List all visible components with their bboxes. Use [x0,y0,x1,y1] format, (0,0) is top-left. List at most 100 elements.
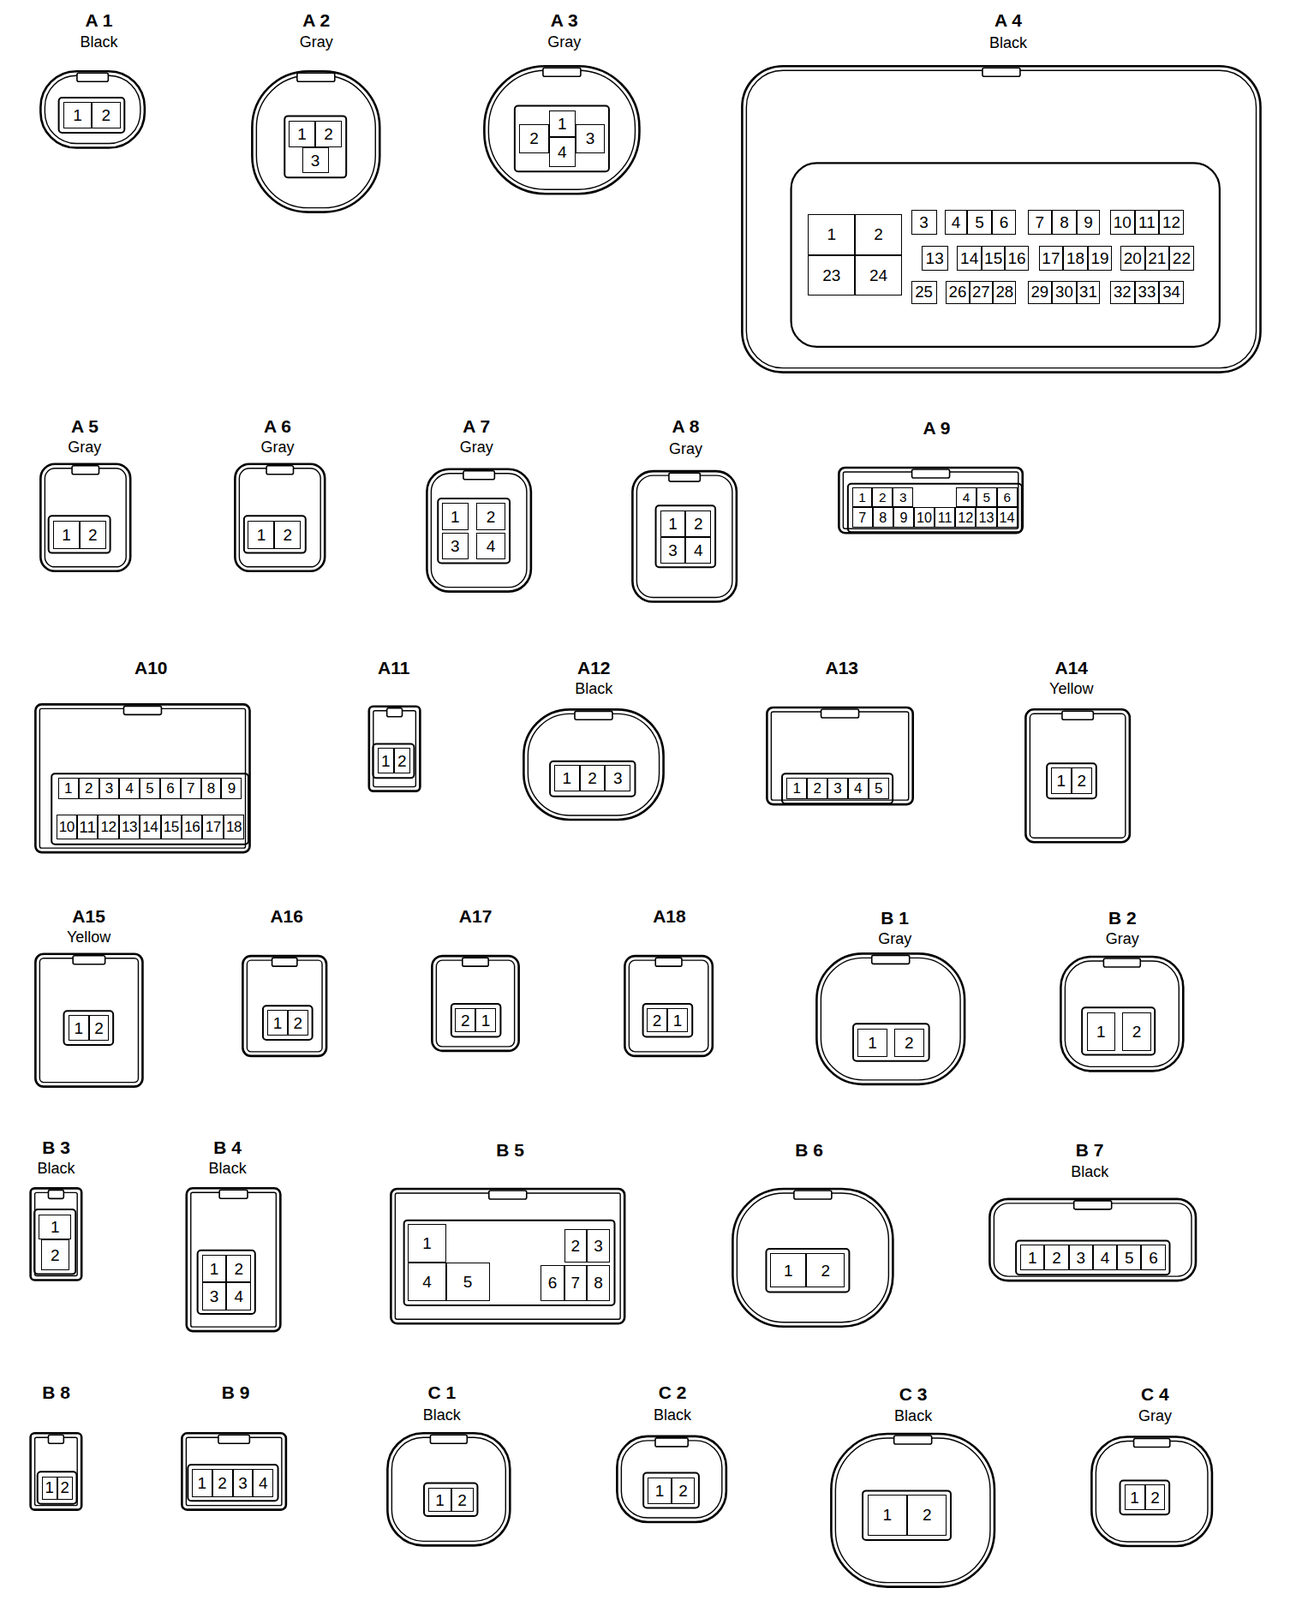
pin-cavity: 2 [91,101,120,129]
connector-code: B 5 [495,1140,525,1159]
pin-cavity: 3 [302,147,329,174]
pin-cavity: 2 [579,764,606,792]
pin-cavity: 12 [1158,209,1184,235]
pin-number: 2 [84,781,93,796]
pin-number: 9 [1083,214,1093,231]
pin-cavity: 5 [967,209,992,235]
pin-number: 25 [914,284,933,301]
pin-number: 11 [78,818,96,836]
connector: A 2Gray123 [250,5,383,216]
pin-cavity: 2 [476,502,505,531]
connector-code: C 2 [658,1383,687,1402]
connector: A 1Black12 [38,5,147,151]
connector-color: Black [80,34,119,50]
connector-code: C 4 [1140,1385,1170,1404]
connector-color: Black [574,680,613,697]
pin-cavity: 1 [1051,767,1072,795]
pin-cavity: 34 [1158,280,1184,305]
connector: C 3Black12 [829,1380,997,1590]
pin-number: 12 [1162,214,1181,231]
pin-cavity: 10 [56,814,78,841]
pin-cavity: 1 [428,1487,451,1513]
pin-number: 2 [693,515,704,532]
connector-code: B 7 [1075,1140,1105,1159]
pin-number: 34 [1162,284,1181,301]
pin-number: 29 [1030,284,1049,301]
pin-cavity: 2 [564,1229,587,1262]
pin-cavity: 5 [446,1262,490,1302]
pin-cavity: 5 [976,487,998,508]
pin-cavity: 1 [377,747,395,774]
pin-cavity: 3 [441,532,469,560]
pin-cavity: 2 [226,1254,251,1283]
pin-cavity: 26 [945,280,969,305]
pin-number: 4 [486,537,496,555]
pin-number: 1 [73,1020,84,1037]
pin-cavity: 25 [911,280,938,305]
pin-cavity: 2 [79,520,107,550]
pin-number: 1 [381,752,391,770]
pin-number: 4 [422,1273,432,1291]
connector-color: Gray [260,439,294,455]
connector: A 4Black12345678910111213141516171819202… [740,5,1263,376]
pin-number: 11 [937,510,953,525]
pin-cavity: 16 [1004,245,1028,271]
pin-number: 4 [951,214,962,231]
pin-number: 27 [972,284,991,301]
pin-cavity: 2 [454,1008,476,1034]
pin-number: 3 [209,1288,220,1305]
connector-housing [38,412,133,574]
connector: A 91234567891011121314 [836,414,1025,537]
pin-cavity: 1 [202,1254,227,1283]
connector: A10123456789101112131415161718 [33,654,252,856]
pin-cavity: 2 [41,1239,70,1271]
pin-cavity: 3 [1069,1244,1093,1271]
pin-number: 2 [397,752,407,770]
pin-number: 4 [854,781,862,796]
pin-number: 2 [878,490,887,504]
pin-cavity: 2 [806,777,828,800]
pin-cavity: 14 [139,814,161,841]
pin-cavity: 6 [991,209,1017,235]
pin-number: 1 [783,1262,794,1279]
connector: A 5Gray12 [38,412,133,574]
pin-number: 7 [186,781,195,796]
pin-number: 15 [984,250,1003,267]
pin-number: 2 [1150,1489,1160,1506]
pin-cavity: 3 [586,1229,610,1262]
pin-cavity: 2 [89,1015,110,1041]
connector: A15Yellow12 [33,901,145,1090]
pin-number: 4 [693,542,704,559]
pin-number: 3 [238,1475,248,1492]
pin-cavity: 12 [955,507,976,528]
pin-number: 1 [297,125,307,143]
pin-cavity: 4 [252,1469,274,1497]
pin-cavity: 2 [871,487,893,508]
pin-number: 14 [960,250,979,267]
connector: B 1Gray12 [814,903,967,1087]
pin-number: 5 [145,781,154,796]
connector-housing [385,1378,513,1549]
connector-housing [730,1135,896,1330]
pin-number: 8 [1059,214,1070,231]
pin-cavity: 17 [202,814,223,841]
pin-cavity: 4 [476,532,505,560]
pin-number: 18 [226,819,242,835]
pin-number: 1 [197,1475,208,1492]
pin-cavity: 10 [913,507,935,528]
pin-cavity: 2 [519,124,550,153]
pin-cavity: 27 [969,280,993,305]
pin-number: 14 [142,819,158,835]
pin-cavity: 17 [1039,245,1064,271]
pin-cavity: 2 [78,777,100,800]
pin-cavity: 18 [223,814,245,841]
connector-color: Black [423,1407,461,1423]
pin-cavity: 1 [63,101,92,129]
pin-number: 15 [163,819,180,835]
pin-number: 8 [207,781,216,796]
pin-number: 21 [1147,250,1166,267]
pin-cavity: 5 [1116,1244,1141,1271]
pin-number: 2 [678,1482,688,1500]
connector-code: A11 [377,658,410,677]
connector-housing [1089,1380,1214,1550]
